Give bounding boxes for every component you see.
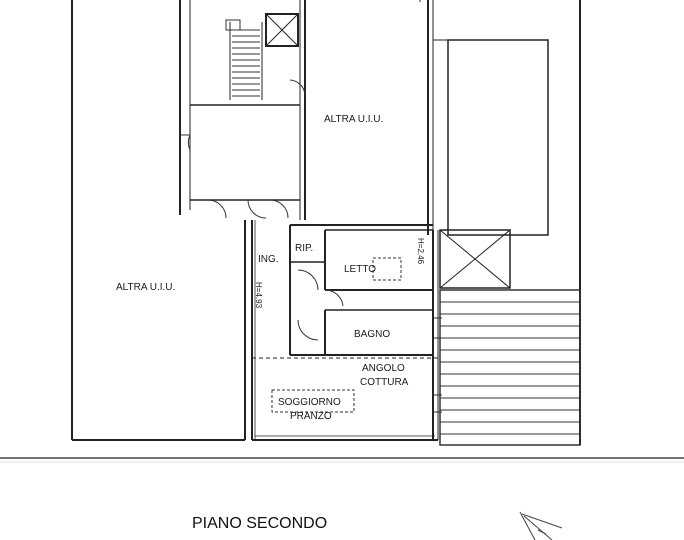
- stair-core: [179, 0, 306, 220]
- label-bagno: BAGNO: [354, 329, 390, 340]
- label-rip: RIP.: [295, 243, 313, 254]
- label-soggiorno: SOGGIORNO: [278, 397, 341, 408]
- label-angolo: ANGOLO: [362, 363, 405, 374]
- label-letto: LETTO: [344, 264, 376, 275]
- door-swings-apartment: [297, 269, 442, 413]
- plan-title: PIANO SECONDO: [192, 515, 327, 532]
- label-cottura: COTTURA: [360, 377, 409, 388]
- courtyard: [433, 39, 549, 289]
- label-height-left: H=4.93: [254, 282, 263, 309]
- door-swings-core: [180, 79, 306, 219]
- terrace-hatching: [439, 289, 581, 446]
- staircase-icon: [225, 19, 260, 97]
- label-altra-uiu-left: ALTRA U.I.U.: [116, 282, 175, 293]
- label-altra-uiu-top: ALTRA U.I.U.: [324, 114, 383, 125]
- elevator-icon: [265, 13, 299, 47]
- label-ing: ING.: [258, 254, 279, 265]
- outer-walls: [71, 0, 581, 445]
- north-arrow-icon: [519, 511, 563, 540]
- label-height-right: H=2.46: [416, 238, 425, 265]
- apartment-walls: [251, 220, 440, 441]
- label-pranzo: PRANZO: [290, 411, 332, 422]
- fixture-dashed-boxes: [271, 257, 402, 413]
